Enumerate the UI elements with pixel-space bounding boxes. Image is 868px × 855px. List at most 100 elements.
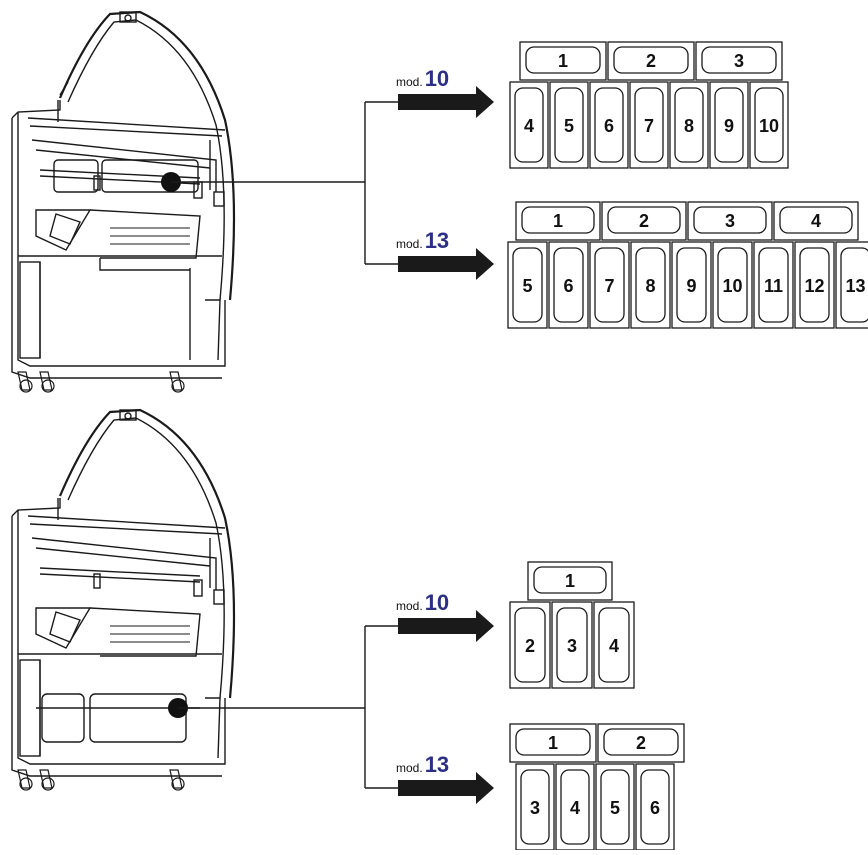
tray-top-outer: [773, 201, 859, 241]
tray-number: 3: [734, 51, 744, 71]
tray-bottom-outer: [712, 241, 753, 329]
tray-top-inner: [701, 46, 777, 74]
tray-top-inner: [607, 206, 681, 234]
tray-bottom-inner: [560, 769, 590, 845]
arrow-right-icon: [398, 772, 494, 804]
tray-top-inner: [779, 206, 853, 234]
tray-number: 7: [644, 116, 654, 136]
tray-top-outer: [515, 201, 601, 241]
tray-bottom-outer: [671, 241, 712, 329]
tray-number: 1: [565, 571, 575, 591]
tray-top-inner: [521, 206, 595, 234]
tray-number: 9: [724, 116, 734, 136]
tray-top-outer: [519, 41, 607, 81]
tray-top-inner: [613, 46, 689, 74]
tray-top-inner: [693, 206, 767, 234]
tray-top-inner: [533, 566, 607, 594]
tray-bottom-outer: [589, 81, 629, 169]
tray-bottom-inner: [514, 87, 544, 163]
tray-top-inner: [525, 46, 601, 74]
tray-bottom-inner: [514, 607, 546, 683]
tray-bottom-inner: [553, 247, 584, 323]
tray-bottom-outer: [629, 81, 669, 169]
tray-bottom-inner: [600, 769, 630, 845]
tray-number: 2: [639, 211, 649, 231]
tray-number: 9: [686, 276, 696, 296]
tray-top-outer: [695, 41, 783, 81]
tray-bottom-outer: [548, 241, 589, 329]
tray-top-outer: [527, 561, 613, 601]
tray-number: 2: [525, 636, 535, 656]
model-label: mod.10: [396, 590, 449, 615]
tray-number: 1: [558, 51, 568, 71]
tray-bottom-inner: [717, 247, 748, 323]
tray-bottom-inner: [594, 87, 624, 163]
tray-bottom-inner: [598, 607, 630, 683]
tray-number: 6: [650, 798, 660, 818]
tray-number: 10: [759, 116, 779, 136]
tray-number: 5: [564, 116, 574, 136]
tray-number: 5: [522, 276, 532, 296]
tray-bottom-inner: [840, 247, 868, 323]
tray-bottom-outer: [593, 601, 635, 689]
tray-bottom-inner: [758, 247, 789, 323]
model-prefix: mod.: [396, 237, 423, 251]
tray-bottom-inner: [714, 87, 744, 163]
variant-10-block: mod.10 1 2 3 4: [396, 561, 635, 689]
tray-bottom-inner: [799, 247, 830, 323]
tray-bottom-outer: [509, 601, 551, 689]
model-label: mod.13: [396, 752, 449, 777]
tray-bottom-inner: [754, 87, 784, 163]
model-number: 13: [425, 228, 449, 253]
tray-bottom-inner: [635, 247, 666, 323]
tray-number: 11: [764, 276, 783, 296]
connector-lines-bottom: [178, 625, 400, 789]
tray-bottom-outer: [669, 81, 709, 169]
arrow-right-icon: [398, 248, 494, 280]
tray-number: 6: [563, 276, 573, 296]
tray-number: 12: [804, 276, 824, 296]
tray-top-inner: [515, 728, 591, 756]
tray-number: 4: [609, 636, 619, 656]
tray-bottom-outer: [509, 81, 549, 169]
tray-number: 1: [553, 211, 563, 231]
model-number: 10: [425, 590, 449, 615]
tray-number: 1: [548, 733, 558, 753]
tray-bottom-inner: [556, 607, 588, 683]
tray-number: 6: [604, 116, 614, 136]
tray-number: 10: [722, 276, 742, 296]
model-label: mod.10: [396, 66, 449, 91]
tray-bottom-outer: [794, 241, 835, 329]
model-prefix: mod.: [396, 599, 423, 613]
tray-bottom-outer: [630, 241, 671, 329]
tray-number: 2: [646, 51, 656, 71]
tray-bottom-inner: [676, 247, 707, 323]
tray-number: 3: [567, 636, 577, 656]
tray-bottom-outer: [709, 81, 749, 169]
tray-top-inner: [603, 728, 679, 756]
tray-number: 8: [684, 116, 694, 136]
tray-bottom-inner: [634, 87, 664, 163]
tray-top-outer: [509, 723, 597, 763]
tray-bottom-inner: [520, 769, 550, 845]
tray-top-outer: [601, 201, 687, 241]
arrow-right-icon: [398, 610, 494, 642]
tray-bottom-outer: [835, 241, 868, 329]
tray-bottom-outer: [551, 601, 593, 689]
model-prefix: mod.: [396, 75, 423, 89]
tray-bottom-inner: [594, 247, 625, 323]
tray-number: 2: [636, 733, 646, 753]
tray-number: 4: [811, 211, 821, 231]
model-label: mod.13: [396, 228, 449, 253]
display-cabinet-bottom: [11, 408, 236, 791]
tray-top-outer: [607, 41, 695, 81]
tray-top-outer: [687, 201, 773, 241]
tray-number: 3: [725, 211, 735, 231]
tray-number: 4: [570, 798, 580, 818]
tray-bottom-outer: [753, 241, 794, 329]
